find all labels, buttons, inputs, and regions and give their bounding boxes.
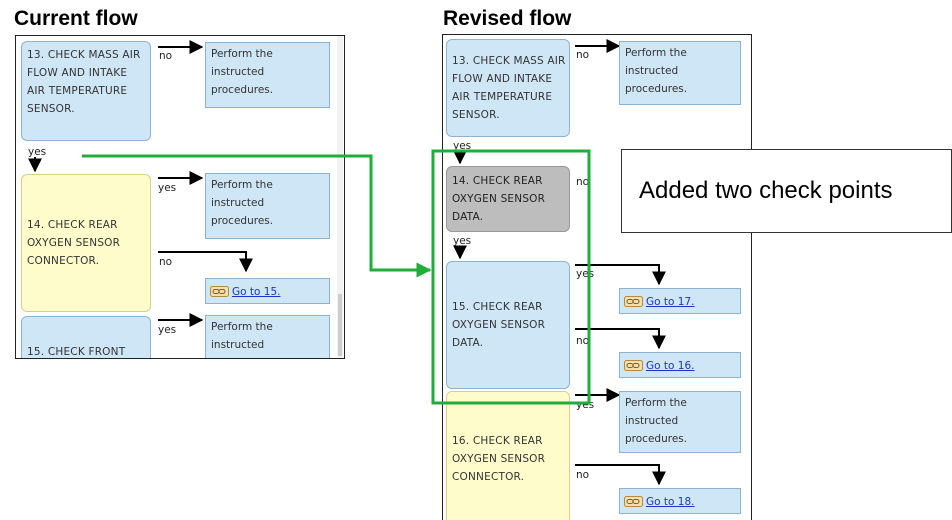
revised-flow-panel: 13. CHECK MASS AIR FLOW AND INTAKE AIR T… [442,34,752,520]
revised-step-14-yes-label: yes [453,235,472,247]
revised-step-13: 13. CHECK MASS AIR FLOW AND INTAKE AIR T… [446,39,570,137]
revised-step-16-result: Perform the instructed procedures. [619,391,741,453]
revised-step-15: 15. CHECK REAR OXYGEN SENSOR DATA. [446,261,570,389]
revised-flow-heading: Revised flow [443,7,572,30]
link-icon [210,286,229,297]
current-step-15-text: 15. CHECK FRONT [27,346,126,358]
revised-step-15-no-arrow [575,328,666,350]
revised-step-16-goto-link[interactable]: Go to 18. [619,488,741,514]
revised-step-13-result: Perform the instructed procedures. [619,41,741,105]
flow-change-connector-arrow [82,154,432,278]
revised-step-15-no-goto-text[interactable]: Go to 16. [646,360,695,372]
revised-step-13-yes-arrow [453,150,467,165]
current-step-15-result: Perform the instructed [205,315,330,358]
added-check-points-highlight-box [431,149,591,405]
current-step-14-yes-label: yes [158,182,177,194]
revised-step-14-no-label: no [576,176,590,188]
current-step-14-yes-result: Perform the instructed procedures. [205,173,330,239]
current-flow-panel: 13. CHECK MASS AIR FLOW AND INTAKE AIR T… [15,35,345,359]
current-panel-scrollbar[interactable] [337,36,343,358]
revised-step-15-goto-link[interactable]: Go to 17. [619,288,741,314]
current-step-15-yes-arrow [158,313,204,327]
current-step-14-no-arrow [158,251,253,273]
current-panel-scroll-thumb[interactable] [338,294,342,356]
current-step-13-yes-arrow [28,157,42,173]
revised-step-15-no-goto-link[interactable]: Go to 16. [619,352,741,378]
added-check-points-callout: Added two check points [621,149,952,233]
revised-step-13-no-label: no [576,49,590,61]
revised-step-16-yes-arrow [575,388,621,402]
link-icon [624,496,643,507]
current-step-13: 13. CHECK MASS AIR FLOW AND INTAKE AIR T… [21,41,151,141]
revised-step-15-goto-text[interactable]: Go to 17. [646,296,695,308]
revised-step-13-text: 13. CHECK MASS AIR FLOW AND INTAKE AIR T… [452,55,566,121]
current-step-13-no-label: no [159,50,173,62]
current-step-13-text: 13. CHECK MASS AIR FLOW AND INTAKE AIR T… [27,49,141,115]
current-step-13-no-arrow [158,40,204,54]
current-step-13-result: Perform the instructed procedures. [205,42,330,108]
revised-step-15-yes-arrow [575,264,666,286]
revised-step-13-no-arrow [575,39,621,53]
current-step-15: 15. CHECK FRONT [21,316,151,358]
revised-step-16-no-label: no [576,469,590,481]
link-icon [624,360,643,371]
current-step-14-goto-text[interactable]: Go to 15. [232,286,281,298]
revised-step-16: 16. CHECK REAR OXYGEN SENSOR CONNECTOR. [446,391,570,520]
current-step-13-yes-label: yes [28,146,47,158]
revised-step-16-no-arrow [575,464,666,486]
revised-step-16-text: 16. CHECK REAR OXYGEN SENSOR CONNECTOR. [452,435,546,483]
current-step-14-goto-link[interactable]: Go to 15. [205,278,330,304]
current-flow-heading: Current flow [14,7,138,30]
current-step-15-yes-label: yes [158,324,177,336]
revised-step-14-yes-arrow [453,245,467,260]
current-step-14-no-label: no [159,256,173,268]
revised-step-14: 14. CHECK REAR OXYGEN SENSOR DATA. [446,166,570,232]
current-step-14-text: 14. CHECK REAR OXYGEN SENSOR CONNECTOR. [27,219,121,267]
revised-step-16-goto-text[interactable]: Go to 18. [646,496,695,508]
link-icon [624,296,643,307]
current-step-14-yes-arrow [158,171,204,185]
current-step-14: 14. CHECK REAR OXYGEN SENSOR CONNECTOR. [21,174,151,312]
revised-step-13-yes-label: yes [453,140,472,152]
revised-step-15-text: 15. CHECK REAR OXYGEN SENSOR DATA. [452,301,546,349]
revised-step-15-no-label: no [576,335,590,347]
revised-step-14-text: 14. CHECK REAR OXYGEN SENSOR DATA. [452,175,546,223]
